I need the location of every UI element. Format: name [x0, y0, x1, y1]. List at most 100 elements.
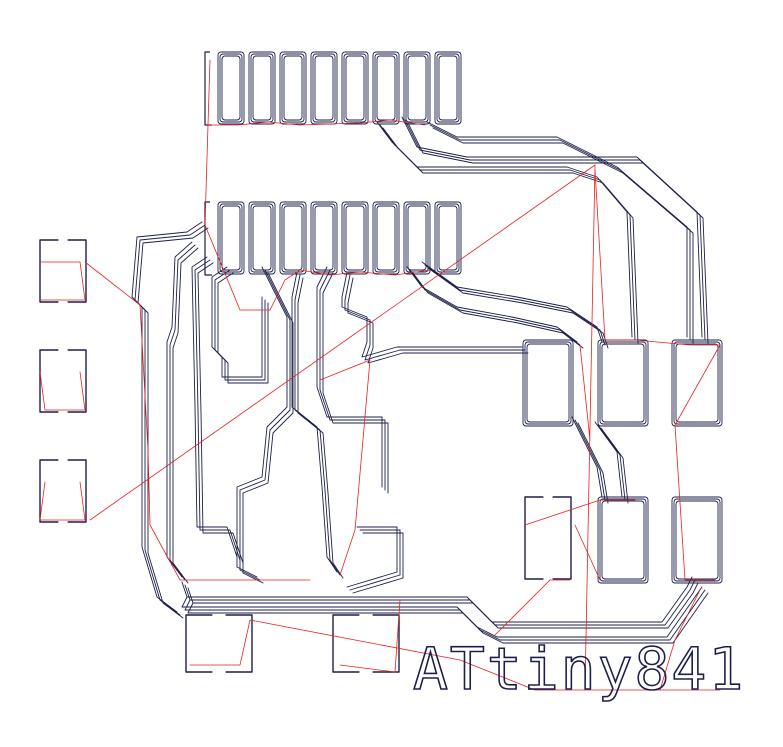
trace-path	[236, 266, 288, 578]
bracket-pad	[524, 496, 544, 580]
header-pin-pad	[407, 55, 427, 121]
trace-path	[211, 266, 263, 378]
trace-path	[407, 122, 709, 344]
trace-path	[341, 271, 523, 358]
rapid-move	[89, 164, 596, 521]
chip-pin-pad	[405, 203, 429, 273]
chip-pin-pad	[434, 201, 462, 275]
trace-path	[187, 592, 709, 644]
trace-path	[412, 272, 584, 349]
trace-toolpaths	[131, 116, 709, 644]
header-pin-pad	[312, 53, 336, 123]
trace-path	[429, 124, 691, 341]
rapid-move	[524, 499, 636, 526]
chip-pin-pad	[436, 203, 460, 273]
trace-path	[316, 266, 383, 488]
component-pad	[524, 341, 572, 425]
trace-path	[597, 424, 626, 501]
trace-path	[322, 272, 389, 494]
trace-path	[217, 272, 269, 384]
rapid-move	[249, 619, 721, 691]
chip-pin-pad	[345, 205, 365, 271]
pad-toolpaths	[39, 51, 723, 673]
trace-path	[432, 127, 694, 344]
chip-label: ATtiny841	[413, 635, 745, 703]
chip-pin-pad	[341, 201, 369, 275]
component-pad	[673, 341, 721, 425]
trace-path	[600, 427, 629, 504]
header-pin-pad	[221, 55, 241, 121]
bracket-pad	[332, 614, 360, 673]
header-pin-pad	[219, 53, 243, 123]
chip-pin-pad	[283, 205, 303, 271]
rapid-move	[84, 261, 311, 581]
component-pad	[671, 339, 723, 427]
bracket-pad	[39, 239, 59, 303]
component-pad	[599, 498, 647, 582]
header-pin-pad	[283, 55, 303, 121]
component-pad	[671, 496, 723, 584]
trace-path	[181, 576, 693, 623]
trace-path	[577, 422, 609, 504]
bracket-pad	[67, 459, 87, 523]
rapid-move	[207, 59, 426, 126]
trace-path	[297, 277, 344, 579]
trace-path	[291, 271, 338, 573]
header-pin-pad	[281, 53, 305, 123]
trace-path	[191, 256, 238, 558]
rapid-move	[579, 344, 591, 441]
rapid-move	[594, 169, 721, 346]
chip-pin-pad	[281, 203, 305, 273]
bracket-pad	[67, 239, 87, 303]
rapid-move	[204, 124, 431, 311]
header-pin-pad	[376, 55, 396, 121]
chip-pin-pad	[221, 205, 241, 271]
trace-path	[197, 262, 244, 564]
trace-path	[574, 419, 606, 501]
header-pin-pad	[434, 51, 462, 125]
chip-pin-pad	[403, 201, 431, 275]
trace-path	[169, 244, 196, 581]
component-pad	[599, 341, 647, 425]
rapid-move	[39, 261, 86, 301]
header-pin-pad	[250, 53, 274, 123]
rapid-move	[574, 524, 601, 581]
header-pin-pad	[345, 55, 365, 121]
trace-path	[346, 526, 398, 588]
trace-path	[137, 227, 209, 619]
header-pin-pad	[217, 51, 245, 125]
component-pad	[673, 498, 721, 582]
header-pin-pad	[248, 51, 276, 125]
trace-path	[344, 274, 526, 361]
bracket-pad	[372, 614, 400, 673]
header-pin-pad	[438, 55, 458, 121]
rapid-move	[584, 164, 596, 691]
bracket-pad	[225, 614, 253, 673]
component-pad	[675, 500, 719, 580]
trace-path	[172, 247, 199, 584]
chip-pin-pad	[314, 205, 334, 271]
trace-path	[427, 267, 609, 349]
trace-path	[406, 266, 578, 343]
trace-path	[571, 416, 603, 498]
chip-pin-pad	[312, 203, 336, 273]
trace-path	[352, 532, 404, 594]
rapid-move	[339, 599, 401, 673]
header-pin-pad	[252, 55, 272, 121]
component-pad	[597, 339, 649, 427]
header-pin-pad	[405, 53, 429, 123]
bracket-pad	[39, 459, 59, 523]
trace-path	[184, 579, 696, 626]
rapid-move	[189, 619, 251, 666]
trace-path	[347, 277, 529, 364]
rapid-move	[494, 579, 571, 636]
trace-path	[426, 121, 688, 338]
bracket-pad	[552, 496, 572, 580]
header-pin-pad	[341, 51, 369, 125]
chip-pin-pad	[217, 201, 245, 275]
trace-path	[242, 272, 294, 584]
component-pad	[675, 343, 719, 423]
component-pad	[601, 500, 645, 580]
chip-pin-pad	[374, 203, 398, 273]
